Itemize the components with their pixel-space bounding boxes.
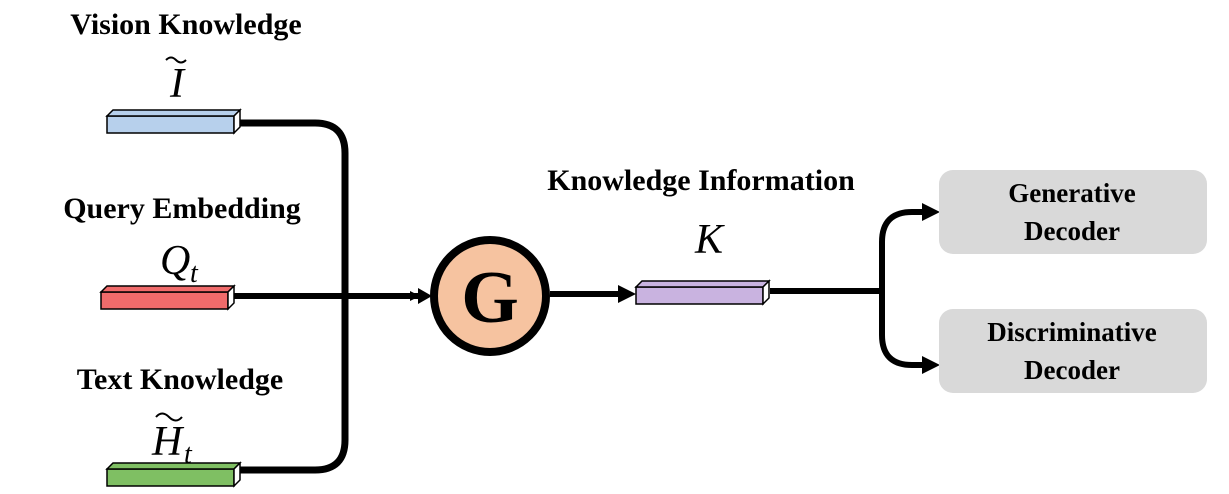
arrowhead <box>922 203 940 221</box>
vision-symbol: I <box>165 56 187 107</box>
query-embedding-title: Query Embedding <box>63 192 301 225</box>
generative-decoder-box: Generative Decoder <box>939 170 1207 254</box>
branch-to-discriminative <box>879 291 924 368</box>
arrowhead <box>618 285 636 303</box>
knowledge-vector-bar <box>634 279 771 306</box>
knowledge-information-title: Knowledge Information <box>547 164 855 197</box>
text-symbol: H t <box>151 412 193 470</box>
svg-text:t: t <box>190 258 199 289</box>
query-symbol: Q t <box>160 238 199 289</box>
query-vector-bar <box>99 284 236 311</box>
vision-vector-bar <box>105 108 242 135</box>
tilde-mark <box>155 412 183 422</box>
discriminative-decoder-line1: Discriminative <box>987 317 1156 347</box>
arrowhead <box>418 288 432 304</box>
generative-decoder-line2: Decoder <box>1024 216 1120 246</box>
generative-decoder-line1: Generative <box>1008 178 1135 208</box>
text-knowledge-title: Text Knowledge <box>77 363 283 396</box>
svg-text:I: I <box>169 61 186 107</box>
svg-text:H: H <box>151 419 185 465</box>
vision-knowledge-title: Vision Knowledge <box>70 8 301 41</box>
branch-to-generative <box>879 209 924 291</box>
arrowhead <box>922 356 940 374</box>
tilde-mark <box>165 56 187 64</box>
gate-label: G <box>461 257 519 339</box>
output-symbol: K <box>694 217 725 263</box>
svg-text:t: t <box>184 439 193 470</box>
gate-node: G <box>430 236 550 356</box>
vision-connector <box>240 119 349 298</box>
discriminative-decoder-box: Discriminative Decoder <box>939 309 1207 393</box>
text-vector-bar <box>105 461 242 488</box>
discriminative-decoder-line2: Decoder <box>1024 355 1120 385</box>
text-connector <box>240 298 349 474</box>
svg-text:Q: Q <box>160 238 190 284</box>
